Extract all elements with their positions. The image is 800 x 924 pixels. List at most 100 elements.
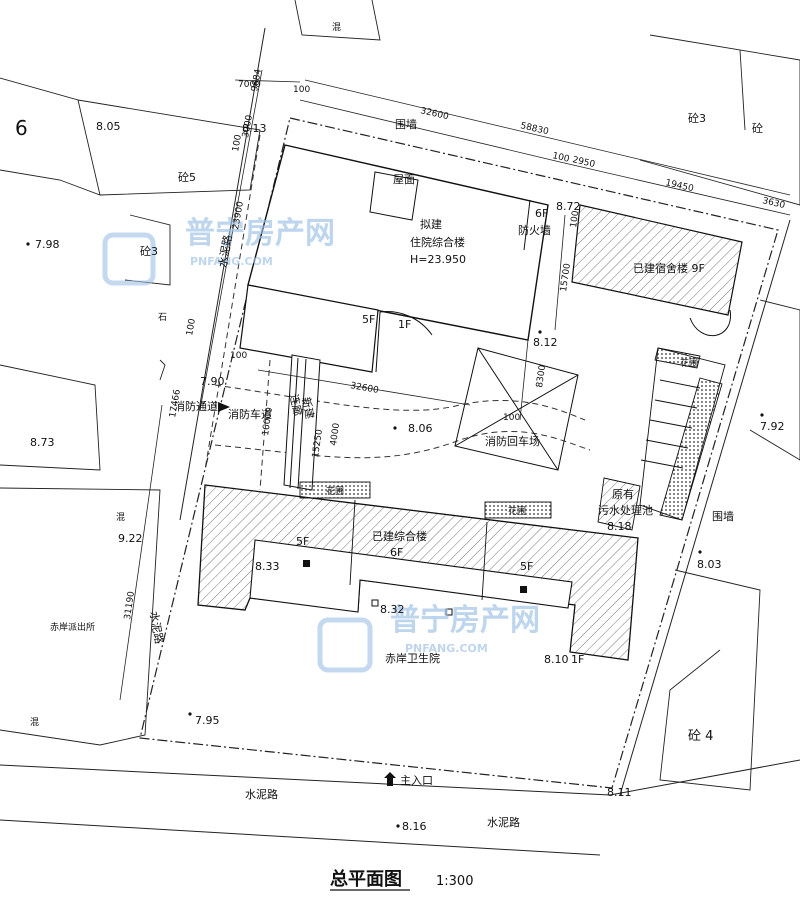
elev-795: 7.95 — [195, 714, 220, 727]
site-boundary — [139, 117, 779, 789]
label-wall-top: 围墙 — [395, 117, 417, 131]
dim-17466: 17466 — [168, 388, 183, 418]
label-new-building-1: 拟建 — [420, 217, 442, 231]
label-cement-road-bottom: 水泥路 — [245, 788, 278, 801]
dim-7000: 7000 — [238, 80, 261, 90]
label-roof: 屋面 — [393, 173, 415, 186]
label-hun-bottom: 混 — [30, 717, 39, 728]
label-cement-road-bottom2: 水泥路 — [487, 816, 520, 829]
dim-32600-top: 32600 — [419, 106, 449, 122]
label-hospital: 赤岸卫生院 — [385, 651, 440, 665]
dim-3000: 3000 — [241, 114, 255, 139]
existing-dorm-building — [571, 204, 743, 336]
label-firewall: 防火墙 — [518, 223, 551, 237]
dimension-labels: 58830 32600 100 2950 19450 3630 7000 100… — [123, 68, 786, 620]
dim-100-right: 100 — [569, 210, 581, 229]
label-wall-right: 围墙 — [712, 509, 734, 523]
label-new-building-h: H=23.950 — [410, 253, 466, 266]
elev-790: 7.90 — [200, 375, 225, 388]
caption-title: 总平面图 — [330, 868, 402, 890]
label-5f: 5F — [362, 313, 375, 326]
label-zhuan-right: 砼 — [752, 122, 763, 135]
dim-15250: 15250 — [311, 428, 325, 458]
label-hun-left: 混 — [116, 512, 125, 523]
label-corridor-2: 连廊 — [287, 393, 305, 417]
dim-32600-mid: 32600 — [349, 381, 379, 396]
label-flower-bed-1: 花圃 — [326, 485, 344, 497]
fire-turnaround — [454, 347, 579, 471]
label-police: 赤岸派出所 — [50, 621, 95, 633]
label-turnaround: 消防回车场 — [485, 434, 540, 448]
elev-805: 8.05 — [96, 120, 121, 133]
elev-818: 8.18 — [607, 520, 632, 533]
label-zhuan3-left: 砼3 — [140, 245, 158, 258]
dim-15700: 15700 — [559, 262, 573, 292]
site-labels: 屋面 拟建 住院综合楼 H=23.950 6F 防火墙 5F 1F 已建宿舍楼 … — [15, 22, 763, 829]
label-flower-bed-3: 花圃 — [680, 357, 698, 369]
label-zhuan5: 砼5 — [178, 171, 196, 184]
label-flower-bed-2: 花圃 — [508, 505, 526, 517]
label-new-building-2: 住院综合楼 — [410, 235, 465, 249]
elev-812: 8.12 — [533, 336, 558, 349]
label-existing-complex: 已建综合楼 — [372, 529, 427, 543]
label-ex-6f: 6F — [390, 546, 403, 559]
elevation-points: 8.05 7.98 8.13 8.72 8.12 7.90 8.06 8.73 … — [26, 120, 785, 833]
label-cement-road-left2: 水泥路 — [147, 610, 166, 645]
watermark-top: 普宁房产网 PNFANG.COM — [102, 216, 335, 286]
elev-798: 7.98 — [35, 238, 60, 251]
elev-792: 7.92 — [760, 420, 785, 433]
label-zhuan3-right: 砼3 — [688, 112, 706, 125]
caption-scale: 1:300 — [436, 874, 473, 889]
watermark-brand-top: 普宁房产网 — [185, 216, 335, 251]
label-shi: 石 — [158, 313, 167, 323]
dim-2950: 2950 — [571, 155, 596, 170]
elev-872: 8.72 — [556, 200, 581, 213]
dim-16000: 16000 — [261, 406, 275, 436]
dimension-lines — [119, 69, 791, 701]
label-1f: 1F — [398, 318, 411, 331]
dim-9684: 9684 — [250, 68, 264, 93]
main-entrance-arrow[interactable] — [384, 772, 396, 786]
roads — [0, 27, 800, 856]
elev-806: 8.06 — [408, 422, 433, 435]
label-num6: 6 — [15, 116, 28, 140]
dim-8300: 8300 — [535, 364, 548, 388]
label-6f: 6F — [535, 207, 548, 220]
dim-19450: 19450 — [664, 178, 694, 194]
parking-area — [597, 347, 726, 531]
label-sewage-2: 污水处理池 — [598, 504, 653, 517]
dim-100d: 100 — [230, 351, 247, 361]
dim-100c: 100 — [185, 318, 198, 337]
label-existing-dorm: 已建宿舍楼 9F — [633, 261, 705, 275]
label-hun-top: 混 — [332, 22, 341, 33]
dim-100-top: 100 — [551, 151, 570, 165]
label-ex-5f-left: 5F — [296, 535, 309, 548]
label-ex-5f-right: 5F — [520, 560, 533, 573]
dim-total: 58830 — [519, 121, 549, 137]
elev-803: 8.03 — [697, 558, 722, 571]
label-fire-passage: 消防通道 — [174, 399, 218, 413]
watermark-bottom: 普宁房产网 PNFANG.COM — [317, 603, 540, 673]
fire-passage-arrow — [218, 402, 230, 412]
dim-100-turn: 100 — [503, 413, 520, 423]
label-corridor-1: 新建 — [299, 396, 317, 420]
elev-816: 8.16 — [402, 820, 427, 833]
label-zhuan4: 砼 4 — [688, 729, 713, 744]
elev-922: 9.22 — [118, 532, 143, 545]
elev-813: 8.13 — [242, 122, 267, 135]
elev-873: 8.73 — [30, 436, 55, 449]
proposed-inpatient-building — [239, 144, 549, 373]
dim-31190: 31190 — [123, 590, 137, 620]
label-fire-lane: 消防车道 — [228, 407, 272, 421]
label-main-entrance: 主入口 — [400, 774, 433, 787]
flower-beds — [299, 481, 552, 519]
drawing-caption: 总平面图 1:300 — [330, 868, 473, 891]
elev-833: 8.33 — [255, 560, 280, 573]
dim-100b: 100 — [231, 134, 244, 153]
watermark-brand-bottom: 普宁房产网 — [390, 603, 540, 638]
elev-832: 8.32 — [380, 603, 405, 616]
dim-4000: 4000 — [329, 422, 342, 446]
elev-811: 8.11 — [607, 786, 632, 799]
existing-complex-building — [197, 484, 639, 661]
